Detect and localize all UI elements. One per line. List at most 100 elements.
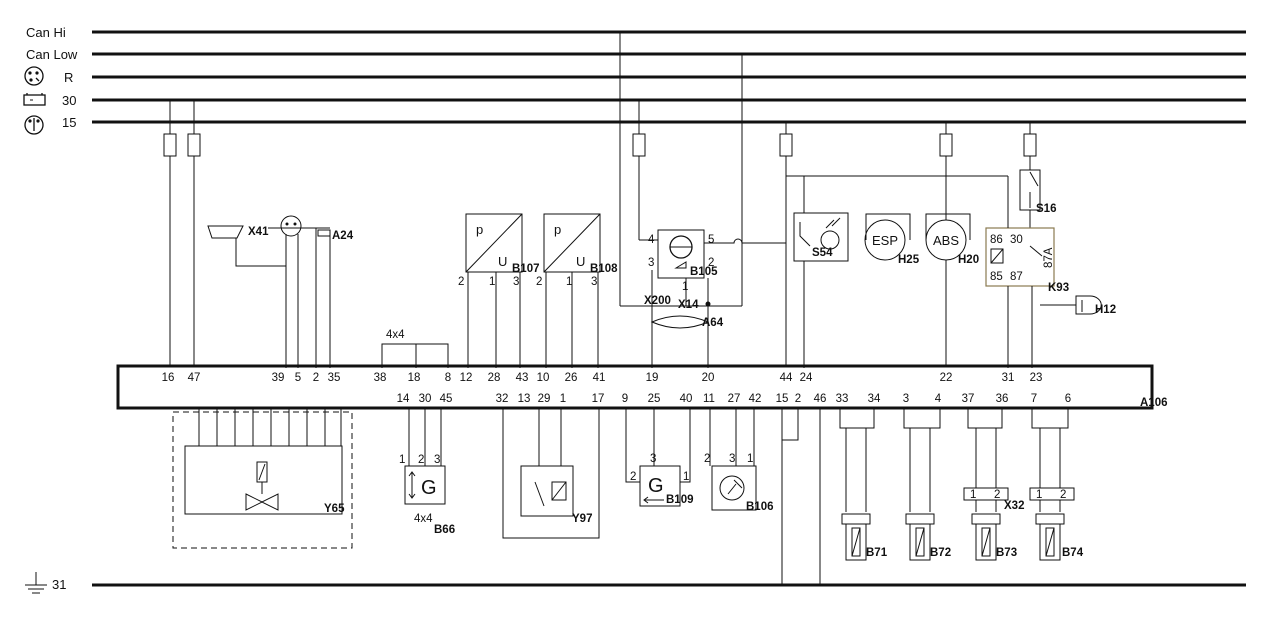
- ground-links: [781, 408, 821, 585]
- b73-label: B73: [996, 547, 1017, 559]
- svg-text:87: 87: [1010, 271, 1023, 283]
- s16-label: S16: [1036, 203, 1056, 215]
- b106-label: B106: [746, 501, 774, 513]
- fuse-icon: [163, 133, 177, 157]
- b107-pressure-sensor: p U B107 2 1 3: [458, 213, 540, 368]
- ecu-top-wires: [381, 344, 449, 368]
- fuse-icon: [1023, 133, 1037, 157]
- ecu-pin-label: 41: [593, 372, 606, 384]
- y65-hydraulic-unit: Y65: [172, 408, 353, 549]
- svg-text:U: U: [576, 254, 585, 269]
- b71-label: B71: [866, 547, 888, 559]
- svg-text:G: G: [648, 475, 664, 497]
- svg-text:2: 2: [994, 489, 1000, 501]
- svg-text:3: 3: [729, 453, 735, 465]
- svg-text:U: U: [498, 254, 507, 269]
- s54-h25-h20-group: S54 ESP H25 ABS H20: [786, 175, 1008, 368]
- ignition-key-icon: [24, 66, 44, 86]
- ecu-pin-label: 36: [996, 393, 1009, 405]
- fuse-icon: [187, 133, 201, 157]
- ecu-pin-label: 1: [560, 393, 566, 405]
- b74-label: B74: [1062, 547, 1084, 559]
- ecu-pin-label: 15: [776, 393, 789, 405]
- x200-label: X200: [644, 295, 671, 307]
- ecu-body: [116, 364, 1154, 410]
- bus-label-r: R: [64, 70, 73, 85]
- b105-label: B105: [690, 266, 718, 278]
- b109-sensor: G 2 3 1 B109: [625, 408, 694, 507]
- svg-text:ESP: ESP: [872, 233, 898, 248]
- svg-text:1: 1: [747, 453, 753, 465]
- x41-connector-icon: [207, 225, 244, 239]
- ecu-pin-label: 20: [702, 372, 715, 384]
- svg-text:30: 30: [1010, 234, 1023, 246]
- svg-text:1: 1: [489, 276, 495, 288]
- ignition-on-icon: [24, 115, 44, 135]
- diagnostic-socket-icon: [280, 215, 302, 237]
- ecu-pin-label: 35: [328, 372, 341, 384]
- ecu-pin-label: 2: [795, 393, 801, 405]
- ecu-pin-label: 11: [703, 393, 715, 405]
- b72-sensor: B72: [903, 408, 951, 561]
- battery-icon: [23, 93, 46, 106]
- b71-sensor: B71: [839, 408, 888, 561]
- ecu-pin-label: 34: [868, 393, 881, 405]
- ecu-pin-label: 7: [1031, 393, 1037, 405]
- h25-label: H25: [898, 254, 920, 266]
- conn-4x4-group: 4x4: [381, 329, 449, 368]
- svg-text:3: 3: [648, 257, 654, 269]
- ecu-pin-label: 6: [1065, 393, 1071, 405]
- ecu-pin-label: 19: [646, 372, 659, 384]
- yaw-rate-icon: [719, 475, 745, 501]
- a24-label: A24: [332, 230, 354, 242]
- twisted-pair-icon: [650, 315, 710, 329]
- ecu-pin-label: 10: [537, 372, 550, 384]
- ecu-pin-label: 2: [313, 372, 319, 384]
- ecu-pin-label: 25: [648, 393, 661, 405]
- svg-text:2: 2: [418, 454, 424, 466]
- b73-sensor: 1 2 B73: [963, 408, 1017, 561]
- x14-label: X14: [678, 299, 699, 311]
- ecu-pin-label: 30: [419, 393, 432, 405]
- svg-text:ABS: ABS: [933, 233, 959, 248]
- svg-text:2: 2: [458, 276, 464, 288]
- k93-relay: [985, 227, 1055, 287]
- b66-mark: 4x4: [414, 513, 433, 525]
- svg-text:86: 86: [990, 234, 1003, 246]
- svg-text:1: 1: [566, 276, 572, 288]
- ecu-pin-label: 12: [460, 372, 473, 384]
- h12-label: H12: [1095, 304, 1116, 316]
- ecu-pin-label: 47: [188, 372, 201, 384]
- ecu-pin-label: 38: [374, 372, 387, 384]
- fuses: [163, 100, 1037, 368]
- x32-label: X32: [1004, 500, 1024, 512]
- svg-text:3: 3: [650, 453, 656, 465]
- bus-label-31: 31: [52, 577, 66, 592]
- svg-text:p: p: [554, 222, 561, 237]
- fuse-icon: [939, 133, 953, 157]
- s16-k93-h12-group: S16 86 30 85 87 87A K93 H12: [985, 169, 1116, 368]
- b108-pressure-sensor: p U B108 2 1 3: [536, 213, 618, 368]
- k93-label: K93: [1048, 282, 1069, 294]
- ecu-pin-label: 3: [903, 393, 909, 405]
- y97-valve: Y97: [502, 408, 600, 539]
- bus-label-30: 30: [62, 93, 76, 108]
- ecu-pin-label: 5: [295, 372, 301, 384]
- svg-text:85: 85: [990, 271, 1003, 283]
- b109-label: B109: [666, 494, 694, 506]
- ecu-pin-label: 17: [592, 393, 605, 405]
- ecu-pin-label: 31: [1002, 372, 1015, 384]
- b66-sensor: 1 2 3 G 4x4 B66: [399, 408, 455, 536]
- bus-label-15: 15: [62, 115, 76, 130]
- svg-text:1: 1: [682, 281, 688, 293]
- ecu-pin-label: 37: [962, 393, 975, 405]
- ecu-pin-label: 16: [162, 372, 175, 384]
- svg-text:2: 2: [630, 471, 636, 483]
- x41-label: X41: [248, 226, 269, 238]
- y97-label: Y97: [572, 513, 592, 525]
- ecu-pin-label: 4: [935, 393, 942, 405]
- ecu-pin-label: 40: [680, 393, 693, 405]
- svg-text:1: 1: [970, 489, 976, 501]
